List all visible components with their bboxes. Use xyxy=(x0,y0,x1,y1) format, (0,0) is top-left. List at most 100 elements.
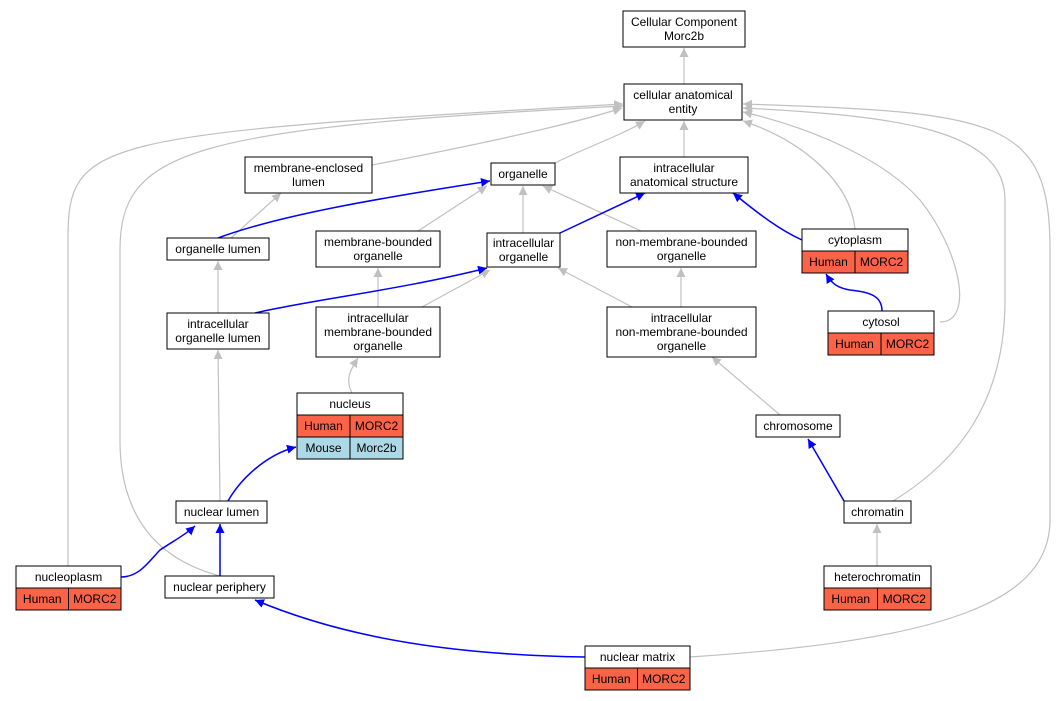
gene-label: MORC2 xyxy=(860,255,904,269)
is-a-edge xyxy=(742,109,961,323)
node-label: non-membrane-bounded xyxy=(615,325,747,339)
node-label: membrane-bounded xyxy=(324,235,432,249)
species-label: Human xyxy=(304,419,343,433)
node-label: nucleus xyxy=(329,397,370,411)
species-label: Human xyxy=(592,672,631,686)
species-label: Human xyxy=(831,592,870,606)
is-a-edge xyxy=(417,185,488,232)
is-a-edge xyxy=(554,120,646,164)
is-a-edge xyxy=(421,269,491,308)
is-a-edge xyxy=(348,357,359,394)
node-label: Morc2b xyxy=(664,29,704,43)
species-label: Human xyxy=(23,592,62,606)
node-box xyxy=(486,232,561,268)
node-label: organelle xyxy=(353,339,403,353)
node-box xyxy=(606,306,757,358)
node-box xyxy=(175,500,268,524)
gene-cell xyxy=(68,587,122,611)
node-box xyxy=(623,83,743,121)
annotated-edge xyxy=(254,265,488,314)
go-term-node[interactable]: organelle xyxy=(490,162,556,186)
annotated-edge xyxy=(559,192,646,234)
annotated-edge xyxy=(120,525,196,578)
node-box xyxy=(619,156,749,194)
annotated-edge xyxy=(825,273,883,312)
node-label: nuclear periphery xyxy=(173,580,266,594)
gene-cell xyxy=(877,587,932,611)
node-label: cellular anatomical xyxy=(633,88,732,102)
is-a-edge xyxy=(67,100,624,566)
is-a-edge xyxy=(213,349,223,502)
node-label: intracellular xyxy=(653,161,714,175)
node-label: organelle lumen xyxy=(175,242,260,256)
is-a-edge xyxy=(742,119,856,230)
node-label: organelle xyxy=(499,250,549,264)
gene-cell xyxy=(880,332,935,356)
node-label: organelle lumen xyxy=(175,331,260,345)
node-box xyxy=(843,500,912,524)
annotated-edge xyxy=(217,177,491,239)
edges-layer xyxy=(67,48,1051,658)
annotated-edge xyxy=(227,444,297,502)
is-a-edge xyxy=(711,356,781,416)
go-term-node[interactable]: chromatin xyxy=(843,500,912,524)
node-label: chromatin xyxy=(851,505,904,519)
is-a-edge xyxy=(742,103,1006,502)
gene-cell xyxy=(854,250,909,274)
node-label: organelle xyxy=(657,249,707,263)
go-term-node[interactable]: nuclear lumen xyxy=(175,500,268,524)
gene-label: Morc2b xyxy=(356,441,396,455)
node-box xyxy=(315,306,441,358)
node-label: cytoplasm xyxy=(828,233,882,247)
is-a-edge xyxy=(689,99,1051,658)
node-box xyxy=(166,312,270,350)
node-label: membrane-enclosed xyxy=(254,161,363,175)
node-label: intracellular xyxy=(187,317,248,331)
go-term-node[interactable]: nuclear periphery xyxy=(164,575,275,599)
species-label: Mouse xyxy=(305,441,341,455)
is-a-edge xyxy=(557,267,633,308)
node-box xyxy=(244,156,373,194)
node-label: organelle xyxy=(498,167,548,181)
species-label: Human xyxy=(835,337,874,351)
is-a-edge xyxy=(371,106,623,166)
node-label: intracellular xyxy=(347,311,408,325)
node-label: organelle xyxy=(657,339,707,353)
node-label: intracellular xyxy=(651,311,712,325)
node-label: Cellular Component xyxy=(631,15,738,29)
node-box xyxy=(166,237,270,261)
node-label: intracellular xyxy=(493,236,554,250)
node-label: entity xyxy=(669,102,698,116)
is-a-edge xyxy=(119,101,624,577)
node-label: membrane-bounded xyxy=(324,325,432,339)
node-label: non-membrane-bounded xyxy=(615,235,747,249)
gene-label: MORC2 xyxy=(642,672,686,686)
go-term-node[interactable]: organelle lumen xyxy=(166,237,270,261)
node-label: chromosome xyxy=(763,419,833,433)
go-term-node[interactable]: intracellularnon-membrane-boundedorganel… xyxy=(606,306,757,358)
gene-cell xyxy=(637,667,691,691)
go-term-node[interactable]: chromosome xyxy=(755,414,841,438)
node-label: nuclear matrix xyxy=(600,650,675,664)
annotated-edge xyxy=(254,599,586,658)
node-label: nuclear lumen xyxy=(184,505,259,519)
node-label: organelle xyxy=(353,249,403,263)
gene-label: MORC2 xyxy=(355,419,399,433)
gene-label: MORC2 xyxy=(73,592,117,606)
